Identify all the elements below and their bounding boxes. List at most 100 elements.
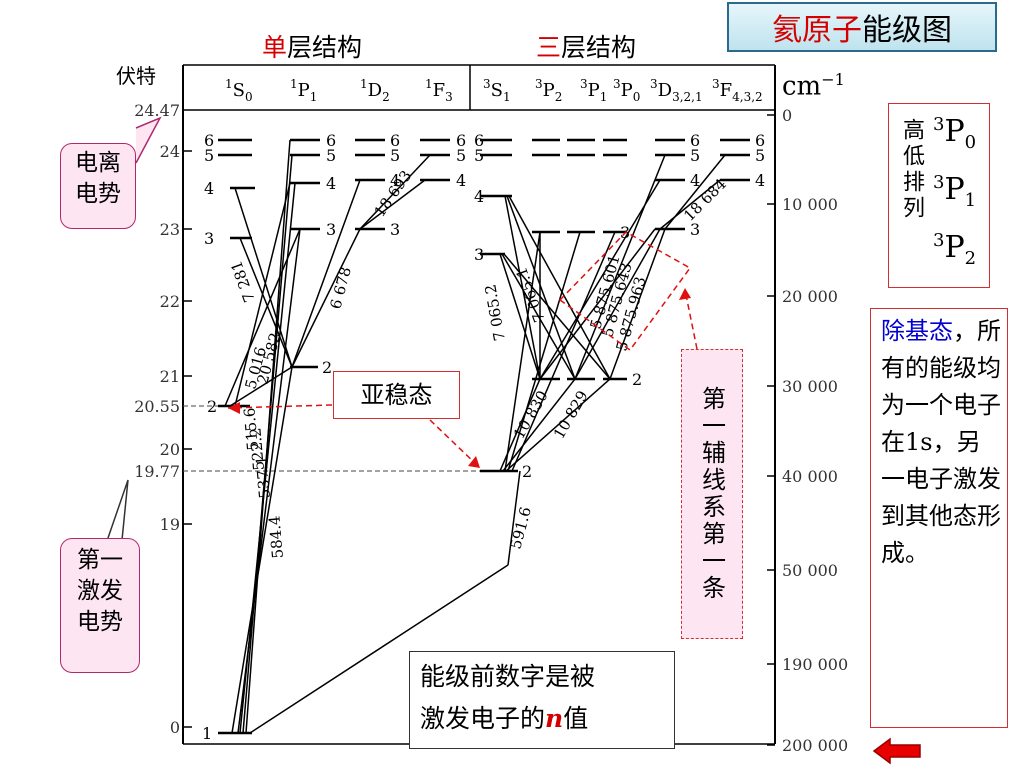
level-number: 5 xyxy=(456,146,466,165)
level-number: 3 xyxy=(390,220,400,239)
left-tick-label: 22 xyxy=(160,292,180,311)
transition xyxy=(539,228,656,380)
level-number: 2 xyxy=(522,462,532,481)
level-number: 5 xyxy=(755,146,765,165)
level-number: 5 xyxy=(690,146,700,165)
term-symbol: 1S0 xyxy=(225,77,253,104)
right-tick-label: 30 000 xyxy=(782,377,838,396)
transition xyxy=(239,182,296,734)
transition xyxy=(503,253,611,380)
left-tick-label: 23 xyxy=(160,220,180,239)
transition xyxy=(574,154,666,380)
transition xyxy=(539,179,661,380)
transition xyxy=(249,564,509,734)
wavelength-label: 18 684 xyxy=(680,175,730,225)
aux-series-arrow xyxy=(684,289,698,350)
right-tick-label: 20 000 xyxy=(782,287,838,306)
wavelength-label: 7 281 xyxy=(227,258,259,305)
ionization-callout: 电离 电势 xyxy=(60,143,136,229)
arrowhead xyxy=(228,402,240,414)
transition xyxy=(231,366,293,734)
p1-term: 3P1 xyxy=(933,172,977,211)
left-tick-label: 19.77 xyxy=(134,462,180,481)
back-arrow-icon[interactable] xyxy=(872,737,922,765)
transition xyxy=(659,179,721,230)
level-number: 4 xyxy=(326,174,336,193)
transition xyxy=(291,179,361,368)
transition xyxy=(499,253,541,380)
transition-lines xyxy=(224,139,726,734)
ionization-pointer xyxy=(135,116,162,164)
transition xyxy=(501,253,576,380)
term-symbol: 1D2 xyxy=(360,77,390,104)
transition xyxy=(508,195,611,380)
level-number: 6 xyxy=(755,131,765,150)
level-number: 5 xyxy=(390,146,400,165)
title-box: 氦原子能级图 xyxy=(727,2,997,52)
level-number: 3 xyxy=(690,220,700,239)
singlet-heading: 单层结构 xyxy=(262,33,363,62)
transition xyxy=(609,228,666,380)
title-red: 氦原子 xyxy=(772,13,862,48)
level-number: 3 xyxy=(474,245,484,264)
transition xyxy=(511,231,616,472)
metastable-label: 亚稳态 xyxy=(333,371,460,419)
right-tick-label: 200 000 xyxy=(782,736,848,755)
n-value-note: 能级前数字是被 激发电子的n值 xyxy=(409,651,675,749)
term-symbol: 3F4,3,2 xyxy=(712,77,763,104)
transition xyxy=(664,154,726,230)
wavelength-label: 10 829 xyxy=(550,388,592,442)
term-symbol: 3P2 xyxy=(535,77,562,104)
term-symbol: 3P0 xyxy=(613,77,640,104)
level-number: 2 xyxy=(207,397,217,416)
triplet-heading: 三层结构 xyxy=(536,33,637,62)
level-number: 3 xyxy=(326,220,336,239)
term-symbol: 1F3 xyxy=(425,77,453,104)
transition xyxy=(505,378,611,472)
right-tick-label: 10 000 xyxy=(782,195,838,214)
level-number: 6 xyxy=(456,131,466,150)
title-black: 能级图 xyxy=(862,13,952,48)
transition xyxy=(504,195,541,380)
wavelength-label: 591.6 xyxy=(506,505,535,551)
wavelength-label: 7 065.2 xyxy=(481,283,509,343)
red-dashed-arrows xyxy=(227,231,698,468)
level-number: 2 xyxy=(322,358,332,377)
first-aux-series-text: 第一辅线系第一条 xyxy=(697,386,726,602)
excitation-pointer xyxy=(107,479,129,541)
level-number: 6 xyxy=(474,131,484,150)
left-tick-label: 20.55 xyxy=(134,397,180,416)
level-number: 6 xyxy=(326,131,336,150)
wavelength-label: 584.4 xyxy=(265,515,287,559)
wavelength-label: 522.2 xyxy=(246,427,268,471)
wavenumber-unit: cm−1 xyxy=(782,70,845,102)
level-number: 5 xyxy=(204,146,214,165)
ground-state-note: 除基态，所有的能级均为一个电子在1s，另一电子激发到其他态形成。 xyxy=(870,308,1008,728)
metastable-arrow-right xyxy=(429,419,479,467)
level-number: 6 xyxy=(690,131,700,150)
order-label: 高低排列 xyxy=(899,118,924,222)
first-excitation-callout: 第一 激发 电势 xyxy=(60,538,140,673)
p2-term: 3P2 xyxy=(933,230,977,269)
transition xyxy=(245,139,291,734)
level-number: 3 xyxy=(204,229,214,248)
arrowhead xyxy=(468,456,480,468)
volt-unit: 伏特 xyxy=(116,64,156,88)
left-tick-label: 19 xyxy=(160,515,180,534)
right-tick-label: 190 000 xyxy=(782,655,848,674)
transition xyxy=(359,179,426,230)
level-number: 4 xyxy=(390,171,400,190)
term-symbol: 3P1 xyxy=(580,77,607,104)
right-tick-label: 40 000 xyxy=(782,467,838,486)
p-order-box: 高低排列 3P0 3P1 3P2 xyxy=(888,103,990,288)
transition xyxy=(507,231,581,472)
left-tick-label: 21 xyxy=(160,367,180,386)
wavelength-label: 515.6 xyxy=(240,407,262,451)
transition xyxy=(229,366,293,407)
transition xyxy=(291,228,361,368)
first-aux-series-box: 第一辅线系第一条 xyxy=(681,349,743,639)
